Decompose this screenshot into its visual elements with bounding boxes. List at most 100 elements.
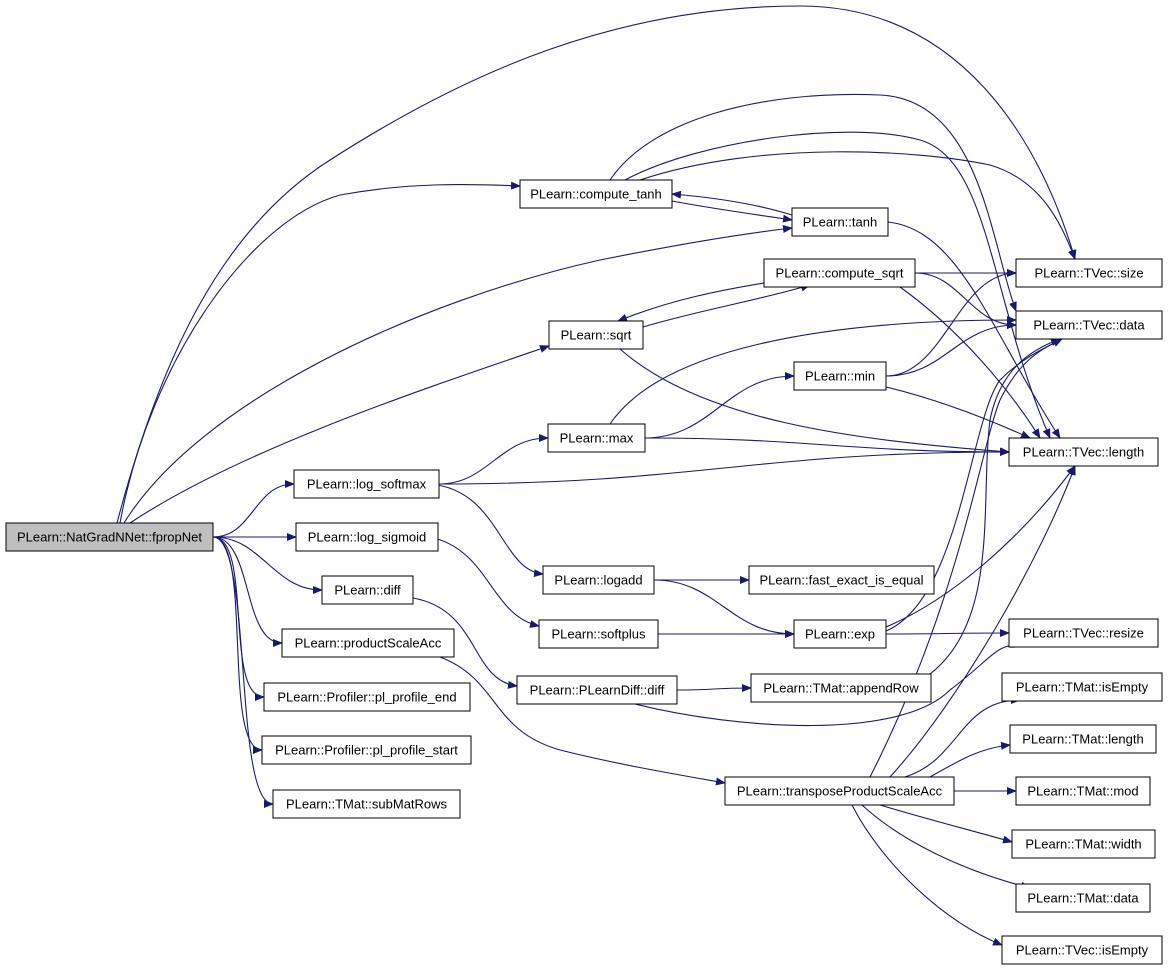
edge-plearndiff_diff-to-appendRow <box>676 684 752 693</box>
node-box <box>1015 258 1163 288</box>
node-box <box>748 565 935 595</box>
node-pl_profile_start[interactable]: PLearn::Profiler::pl_profile_start <box>261 735 472 765</box>
node-sqrt[interactable]: PLearn::sqrt <box>548 320 644 350</box>
node-transposeProductScaleAcc[interactable]: PLearn::transposeProductScaleAcc <box>724 776 955 806</box>
node-label: PLearn::TVec::length <box>1023 445 1144 460</box>
node-box <box>321 575 414 605</box>
node-label: PLearn::TMat::appendRow <box>763 681 919 696</box>
edge-fpropnet-to-productScaleAcc <box>212 536 283 647</box>
node-tmat_mod[interactable]: PLearn::TMat::mod <box>1015 776 1151 806</box>
node-logadd[interactable]: PLearn::logadd <box>542 565 655 595</box>
node-box <box>548 320 644 350</box>
node-compute_sqrt[interactable]: PLearn::compute_sqrt <box>763 258 916 288</box>
edge-exp-to-tvec_length <box>885 465 1076 628</box>
edge-compute_tanh-to-tvec_size <box>639 151 1076 260</box>
edge-min-to-tvec_size <box>885 269 1017 377</box>
node-label: PLearn::TMat::data <box>1027 891 1139 906</box>
edge-fpropnet-to-diff <box>212 536 323 594</box>
edge-productScaleAcc-to-transposeProductScaleAcc <box>439 656 726 786</box>
edge-transposeProductScaleAcc-to-tvec_data <box>869 338 1063 778</box>
edge-max-to-tvec_length <box>644 437 1010 456</box>
edge-min-to-tvec_data <box>885 321 1017 377</box>
node-box <box>724 776 955 806</box>
edge-sqrt-to-compute_sqrt <box>642 283 811 328</box>
node-box <box>1008 437 1159 467</box>
node-tvec_data[interactable]: PLearn::TVec::data <box>1015 310 1163 340</box>
edge-max-to-tvec_data <box>609 316 1017 425</box>
node-tvec_length[interactable]: PLearn::TVec::length <box>1008 437 1159 467</box>
node-label: PLearn::productScaleAcc <box>295 636 442 651</box>
node-label: PLearn::TVec::data <box>1033 318 1145 333</box>
node-log_softmax[interactable]: PLearn::log_softmax <box>293 469 440 499</box>
node-box <box>1008 618 1159 648</box>
edge-compute_tanh-to-tvec_data <box>609 93 1017 312</box>
edge-sqrt-to-tvec_length <box>619 348 1010 456</box>
node-log_sigmoid[interactable]: PLearn::log_sigmoid <box>295 522 439 552</box>
node-label: PLearn::compute_tanh <box>530 187 662 202</box>
node-tmat_length[interactable]: PLearn::TMat::length <box>1009 724 1157 754</box>
edge-fpropnet-to-sqrt <box>129 345 550 524</box>
edge-plearndiff_diff-to-tvec_resize <box>634 640 1021 727</box>
node-tvec_resize[interactable]: PLearn::TVec::resize <box>1008 618 1159 648</box>
node-box <box>1015 310 1163 340</box>
node-appendRow[interactable]: PLearn::TMat::appendRow <box>750 673 932 703</box>
node-fpropnet[interactable]: PLearn::NatGradNNet::fpropNet <box>5 522 214 552</box>
node-box <box>519 179 673 209</box>
node-compute_tanh[interactable]: PLearn::compute_tanh <box>519 179 673 209</box>
node-tmat_data[interactable]: PLearn::TMat::data <box>1015 883 1151 913</box>
node-pl_profile_end[interactable]: PLearn::Profiler::pl_profile_end <box>263 682 471 712</box>
node-tmat_isEmpty[interactable]: PLearn::TMat::isEmpty <box>1001 672 1163 702</box>
node-box <box>1009 724 1157 754</box>
node-max[interactable]: PLearn::max <box>547 423 646 453</box>
edge-log_softmax-to-tvec_length <box>438 448 1010 485</box>
node-label: PLearn::PLearnDiff::diff <box>530 683 665 698</box>
node-label: PLearn::diff <box>334 583 401 598</box>
node-productScaleAcc[interactable]: PLearn::productScaleAcc <box>281 628 455 658</box>
node-label: PLearn::logadd <box>554 573 642 588</box>
node-box <box>791 207 889 237</box>
edge-compute_sqrt-to-sqrt <box>617 281 771 322</box>
node-label: PLearn::max <box>560 431 634 446</box>
node-fast_exact_is_equal[interactable]: PLearn::fast_exact_is_equal <box>748 565 935 595</box>
edge-fpropnet-to-tanh <box>123 225 793 524</box>
node-box <box>5 522 214 552</box>
node-label: PLearn::transposeProductScaleAcc <box>737 784 943 799</box>
edge-fpropnet-to-log_softmax <box>212 480 295 538</box>
node-label: PLearn::TMat::subMatRows <box>286 797 448 812</box>
node-tanh[interactable]: PLearn::tanh <box>791 207 889 237</box>
node-plearndiff_diff[interactable]: PLearn::PLearnDiff::diff <box>516 675 678 705</box>
edge-tanh-to-tvec_length <box>887 221 1061 439</box>
node-label: PLearn::TVec::isEmpty <box>1016 943 1149 958</box>
call-edges <box>116 5 1077 946</box>
node-exp[interactable]: PLearn::exp <box>793 619 887 649</box>
edge-exp-to-tvec_resize <box>885 629 1010 638</box>
node-label: PLearn::Profiler::pl_profile_end <box>277 690 456 705</box>
node-box <box>750 673 932 703</box>
node-tvec_size[interactable]: PLearn::TVec::size <box>1015 258 1163 288</box>
node-box <box>1015 883 1151 913</box>
call-nodes: PLearn::NatGradNNet::fpropNet PLearn::com… <box>5 179 1163 965</box>
node-tmat_width[interactable]: PLearn::TMat::width <box>1011 829 1156 859</box>
edge-min-to-tvec_length <box>885 386 1031 439</box>
node-box <box>542 565 655 595</box>
node-box <box>1015 776 1151 806</box>
node-box <box>281 628 455 658</box>
node-box <box>293 469 440 499</box>
edge-log_softmax-to-max <box>438 434 549 485</box>
node-label: PLearn::TMat::isEmpty <box>1016 680 1149 695</box>
node-label: PLearn::TMat::mod <box>1027 784 1138 799</box>
node-box <box>261 735 472 765</box>
edge-tanh-to-compute_tanh <box>671 190 793 216</box>
node-min[interactable]: PLearn::min <box>793 361 887 391</box>
node-diff[interactable]: PLearn::diff <box>321 575 414 605</box>
node-tvec_isEmpty[interactable]: PLearn::TVec::isEmpty <box>1001 935 1163 965</box>
node-box <box>538 619 659 649</box>
node-subMatRows[interactable]: PLearn::TMat::subMatRows <box>272 789 461 819</box>
node-box <box>763 258 916 288</box>
edge-transposeProductScaleAcc-to-tmat_isEmpty <box>904 696 1021 778</box>
edge-max-to-min <box>644 372 795 439</box>
node-softplus[interactable]: PLearn::softplus <box>538 619 659 649</box>
node-label: PLearn::log_sigmoid <box>308 530 427 545</box>
edge-fpropnet-to-compute_tanh <box>119 181 521 524</box>
